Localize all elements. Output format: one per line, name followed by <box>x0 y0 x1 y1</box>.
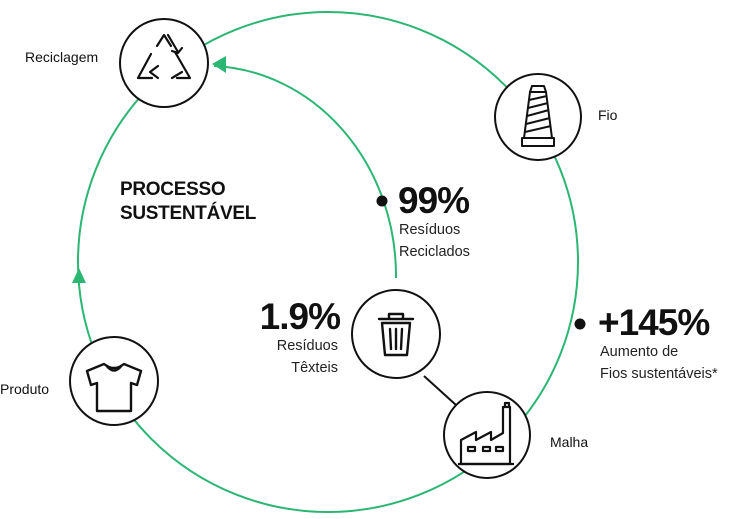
yarn-spool-icon <box>521 85 555 147</box>
reciclados-value: 99% <box>398 180 470 221</box>
trash-factory-connector <box>423 375 457 406</box>
fio-node <box>494 73 582 161</box>
reciclados-caption: Resíduos Reciclados <box>399 219 470 263</box>
texteis-value: 1.9% <box>259 296 341 337</box>
aumento-caption-line-2: Fios sustentáveis* <box>600 366 718 382</box>
reciclados-caption-line-2: Reciclados <box>399 244 470 260</box>
aumento-dot <box>574 318 586 330</box>
aumento-caption: Aumento de Fios sustentáveis* <box>600 341 718 385</box>
factory-icon <box>458 401 514 466</box>
tshirt-icon <box>85 362 143 413</box>
reciclados-dot <box>376 195 388 207</box>
reciclagem-label: Reciclagem <box>25 49 99 65</box>
diagram-title: PROCESSO SUSTENTÁVEL <box>120 178 256 226</box>
produto-node <box>69 336 159 426</box>
texteis-caption-line-1: Resíduos <box>276 338 338 354</box>
malha-label: Malha <box>550 434 589 450</box>
reciclados-caption-line-1: Resíduos <box>399 222 461 238</box>
aumento-caption-line-1: Aumento de <box>600 344 679 360</box>
title-line-2: SUSTENTÁVEL <box>120 203 257 224</box>
outer-cycle-ring <box>77 11 579 513</box>
title-line-1: PROCESSO <box>120 179 226 200</box>
inner-cycle-arc <box>213 65 398 279</box>
reciclagem-node <box>119 18 209 108</box>
produto-label: Produto <box>0 381 50 397</box>
texteis-caption: Resíduos Têxteis <box>238 335 338 379</box>
fio-label: Fio <box>598 107 618 123</box>
recycle-icon <box>136 33 192 80</box>
trash-bin-icon <box>377 312 415 357</box>
inner-arc-arrow <box>212 56 226 73</box>
aumento-value: +145% <box>598 302 710 343</box>
texteis-caption-line-2: Têxteis <box>291 360 338 376</box>
outer-ring-arrow <box>72 268 86 283</box>
